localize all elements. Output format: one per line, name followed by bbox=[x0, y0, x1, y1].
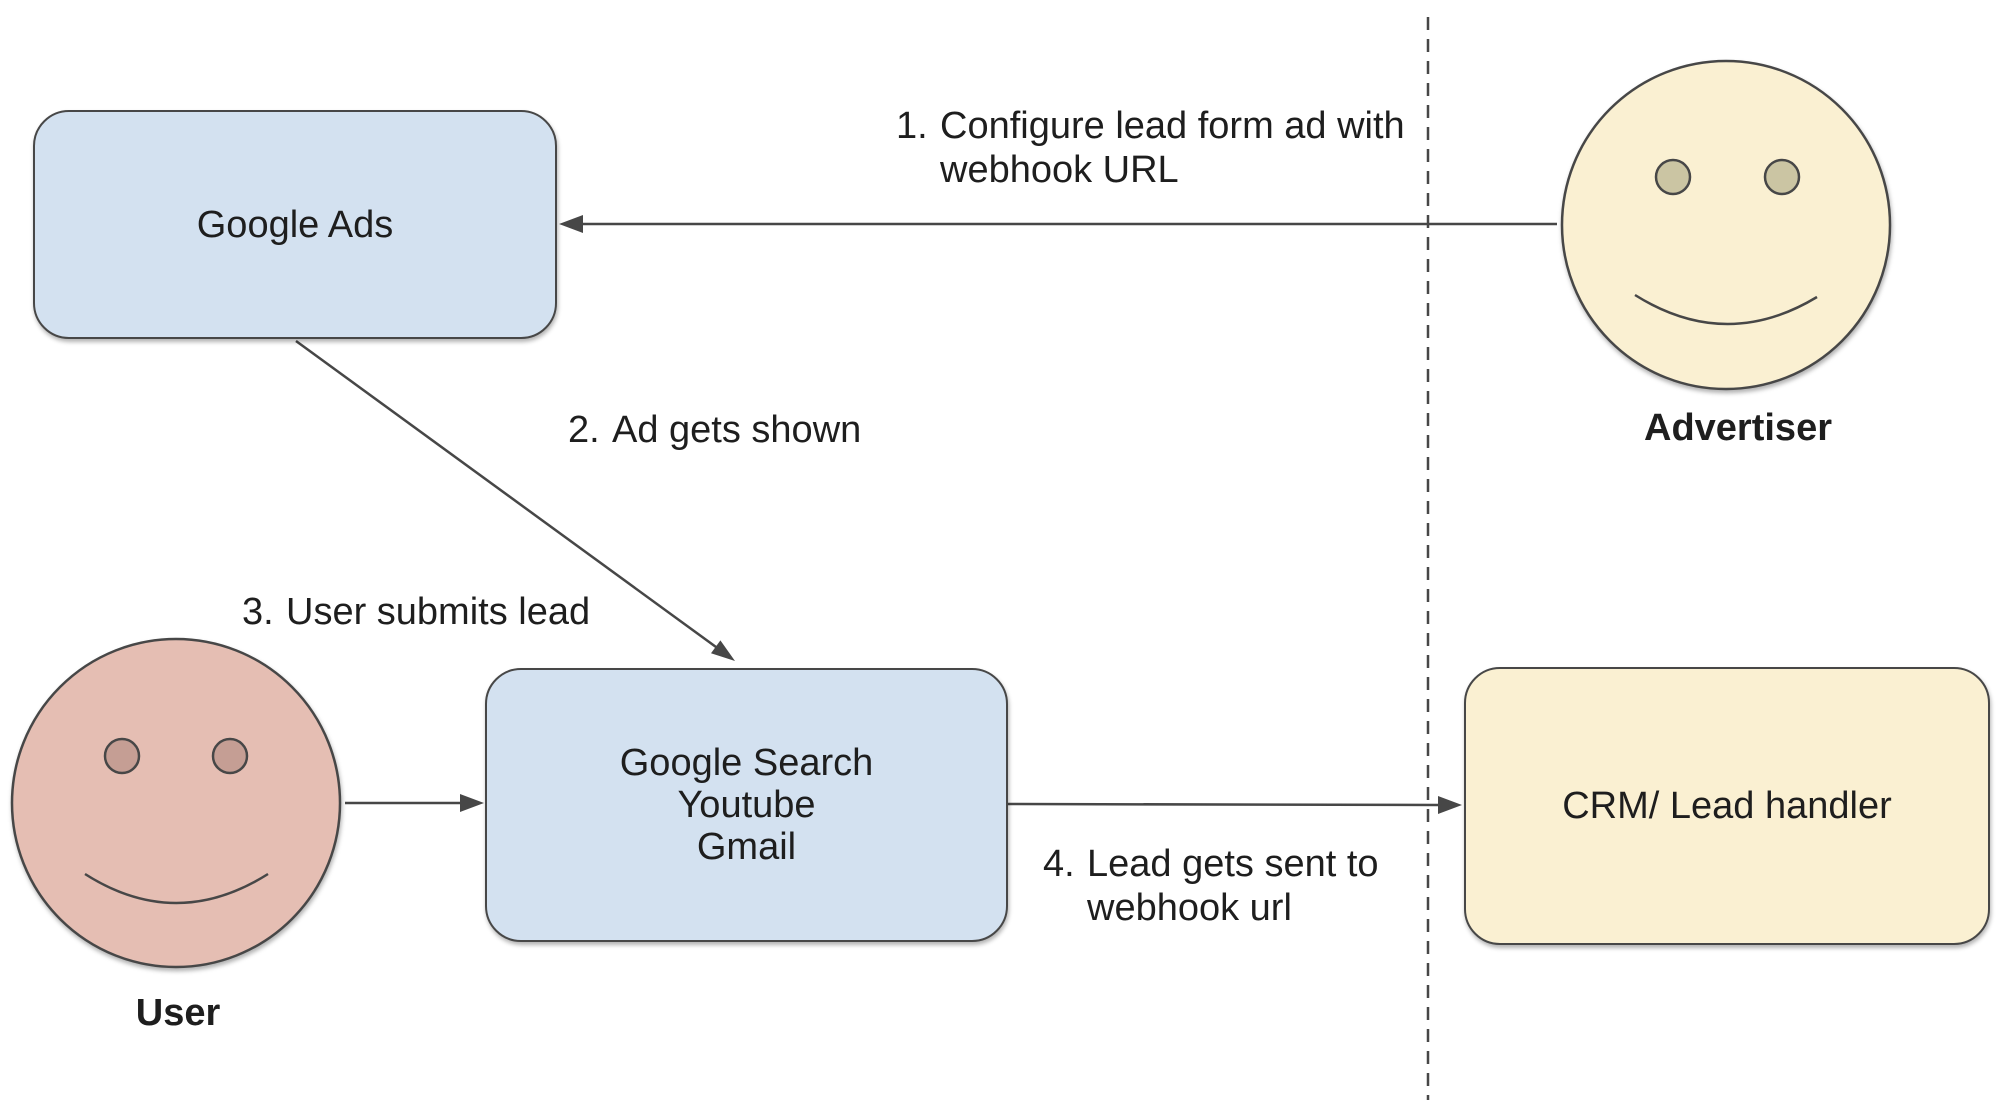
node-platforms-label: Google Search Youtube Gmail bbox=[619, 742, 874, 868]
step-1-label: 1. Configure lead form ad with webhook U… bbox=[896, 104, 1405, 192]
arrow-3-head-icon bbox=[460, 794, 484, 812]
step-1-text: Configure lead form ad with webhook URL bbox=[940, 104, 1405, 192]
step-2-number: 2. bbox=[568, 409, 600, 451]
advertiser-eye-right-icon bbox=[1763, 158, 1801, 196]
arrow-1-head-icon bbox=[559, 215, 583, 233]
advertiser-smile-icon bbox=[1634, 293, 1818, 326]
node-google-ads: Google Ads bbox=[33, 110, 557, 339]
step-1-line-2: webhook URL bbox=[940, 149, 1179, 191]
node-crm-lead-handler: CRM/ Lead handler bbox=[1464, 667, 1990, 945]
user-smile-icon bbox=[84, 872, 269, 905]
arrow-2-line bbox=[295, 339, 717, 649]
advertiser-eye-left-icon bbox=[1654, 158, 1692, 196]
step-3-number: 3. bbox=[242, 591, 274, 633]
step-3-text: User submits lead bbox=[286, 590, 590, 634]
user-eye-left-icon bbox=[103, 737, 141, 775]
user-face-circle bbox=[10, 637, 342, 969]
user-face-icon bbox=[10, 637, 342, 969]
advertiser-label: Advertiser bbox=[1644, 407, 1832, 449]
step-1-number: 1. bbox=[896, 105, 928, 147]
node-google-ads-label: Google Ads bbox=[196, 203, 394, 246]
step-3-label: 3. User submits lead bbox=[242, 590, 590, 634]
advertiser-face-circle bbox=[1560, 59, 1892, 391]
step-4-text: Lead gets sent to webhook url bbox=[1087, 842, 1379, 930]
step-2-label: 2. Ad gets shown bbox=[568, 408, 861, 452]
step-3-line-1: User submits lead bbox=[286, 591, 591, 633]
step-2-line-1: Ad gets shown bbox=[612, 409, 862, 451]
node-platforms: Google Search Youtube Gmail bbox=[485, 668, 1008, 942]
step-4-line-2: webhook url bbox=[1087, 887, 1292, 929]
step-4-number: 4. bbox=[1043, 843, 1075, 885]
arrow-4-head-icon bbox=[1438, 796, 1462, 814]
user-label: User bbox=[135, 992, 221, 1034]
step-4-line-1: Lead gets sent to bbox=[1087, 843, 1379, 885]
arrow-2-head-icon bbox=[711, 640, 735, 661]
arrow-4-line bbox=[1007, 802, 1441, 807]
step-4-label: 4. Lead gets sent to webhook url bbox=[1043, 842, 1379, 930]
advertiser-face-icon bbox=[1560, 59, 1892, 391]
step-1-line-1: Configure lead form ad with bbox=[940, 105, 1405, 147]
step-2-text: Ad gets shown bbox=[612, 408, 861, 452]
user-eye-right-icon bbox=[211, 737, 249, 775]
node-crm-label: CRM/ Lead handler bbox=[1562, 785, 1892, 827]
